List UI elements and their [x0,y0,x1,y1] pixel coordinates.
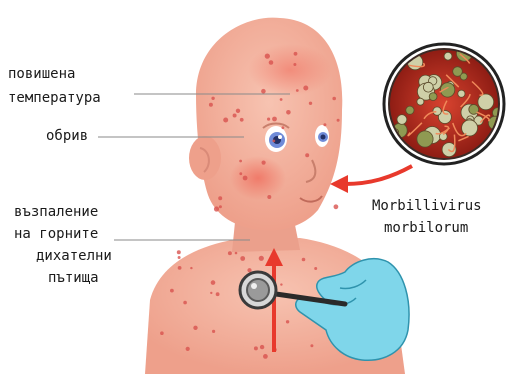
rash-spot [323,123,326,126]
rash-spot [178,266,182,270]
rash-spot [309,102,312,105]
rash-spot [170,289,174,293]
rash-spot [305,153,309,157]
rash-spot [193,326,197,330]
label-fever-line1: повишена [8,64,75,84]
rash-spot [286,110,291,115]
rash-spot [261,89,266,94]
rash-spot [272,117,277,122]
virus-particle [462,120,478,136]
rash-spot [263,354,268,359]
rash-spot [259,256,264,261]
child-eye-far [315,125,329,147]
rash-spot [272,140,275,143]
child-ear [189,136,221,180]
virus-particle [433,107,441,115]
rash-spot [210,292,212,294]
virus-particle [397,115,407,125]
rash-spot [260,345,264,349]
rash-spot [239,160,242,163]
virus-particle [483,43,498,58]
rash-spot [233,114,237,118]
rash-spot [332,97,336,101]
rash-spot [267,118,270,121]
rash-spot [183,301,187,305]
rash-spot [310,344,313,347]
rash-spot [240,118,244,122]
virus-particle [429,93,437,101]
rash-spot [216,292,220,296]
rash-spot [280,283,282,285]
virus-particle [453,67,463,77]
label-inflammation-line2: на горните [14,224,98,244]
rash-spot [218,196,222,200]
virus-particle [406,106,414,114]
rash-spot [337,119,340,122]
virus-particle [478,94,494,110]
rash-spot [211,97,214,100]
label-fever-line2: температура [8,88,101,108]
label-inflammation-line4: пътища [48,268,99,288]
virus-particle [488,42,504,58]
rash-spot [239,172,242,175]
rash-spot [160,331,164,335]
virus-magnifier-icon [384,42,504,164]
rash-spot [293,63,296,66]
rash-spot [235,252,238,255]
rash-spot [223,118,228,123]
virus-particle [417,98,424,105]
label-virus-line2: morbilorum [384,218,468,238]
rash-spot [240,256,245,261]
rash-spot [254,346,258,350]
rash-spot [243,176,248,181]
rash-spot [211,280,216,285]
rash-spot [219,205,222,208]
rash-spot [247,268,251,272]
rash-spot [236,109,240,113]
rash-spot [334,204,339,209]
rash-spot [267,195,271,199]
virus-particle [444,52,452,60]
arrow-virus-to-face [330,166,412,193]
rash-spot [178,256,181,259]
rash-spot [190,267,192,269]
rash-spot [228,251,232,255]
rash-spot [177,250,181,254]
rash-spot [294,52,298,56]
rash-spot [269,60,274,65]
rash-spot [302,258,306,262]
rash-spot [296,89,299,92]
label-inflammation-line1: възпаление [14,202,98,222]
flushed-cheek [230,156,286,200]
rash-spot [282,126,285,129]
virus-particle [417,131,433,147]
rash-spot [303,86,308,91]
virus-particle [423,82,433,92]
rash-spot [280,98,283,101]
rash-spot [186,347,190,351]
label-inflammation-line3: дихателни [36,246,112,266]
virus-particle [458,90,465,97]
rash-spot [214,206,219,211]
rash-spot [212,330,215,333]
label-rash: обрив [46,126,88,146]
rash-spot [265,54,270,59]
label-virus-line1: Morbillivirus [372,196,482,216]
rash-spot [209,103,213,107]
rash-spot [262,161,266,165]
rash-spot [314,267,317,270]
rash-spot [286,320,289,323]
